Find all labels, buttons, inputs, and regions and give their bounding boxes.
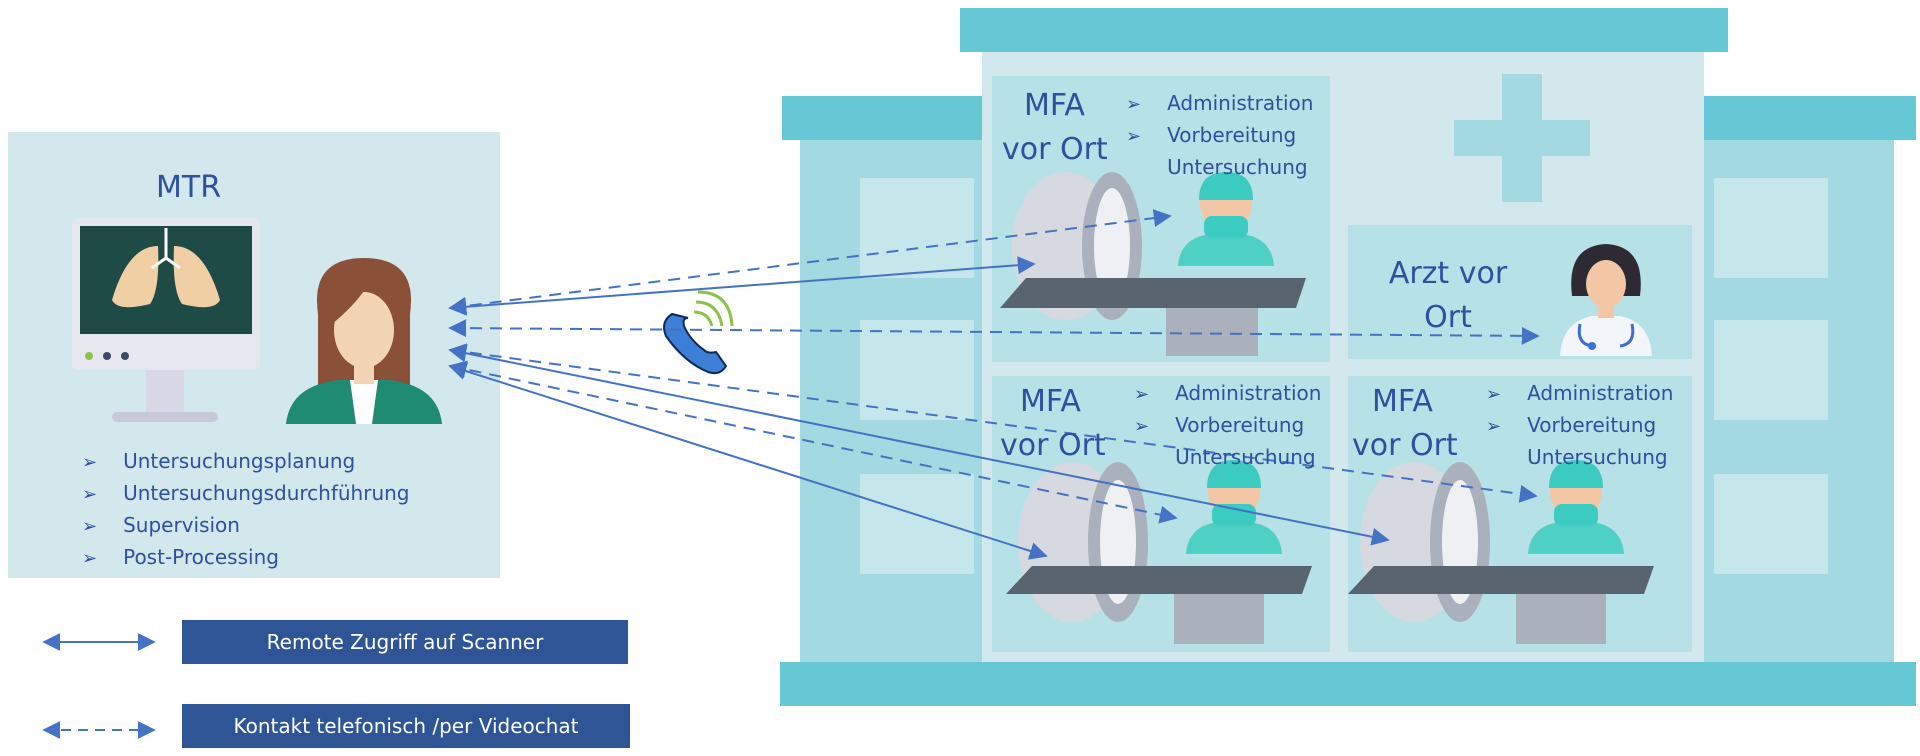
mtr-task-item: ➢Supervision <box>82 513 240 537</box>
task-item: ➢Untersuchung <box>1167 155 1308 179</box>
phone-icon <box>663 290 734 375</box>
bullet-arrow-icon: ➢ <box>1134 384 1150 405</box>
task-item: ➢Administration <box>1134 381 1322 405</box>
room-top-left-tasks: ➢Administration ➢Vorbereitung ➢Untersuch… <box>1126 88 1313 184</box>
task-item: ➢Vorbereitung <box>1126 123 1297 147</box>
bullet-arrow-icon: ➢ <box>82 516 98 537</box>
room-bottom-left-title: MFA vor Ort <box>1000 384 1106 463</box>
connection-arrows <box>42 209 1540 739</box>
technologist-avatar-icon <box>286 258 442 424</box>
bullet-arrow-icon: ➢ <box>1126 126 1142 147</box>
doctor-avatar-icon <box>1560 244 1652 356</box>
room-bottom-right-tasks: ➢Administration ➢Vorbereitung ➢Untersuch… <box>1486 378 1673 474</box>
task-item: ➢Administration <box>1126 91 1314 115</box>
mtr-task-item: ➢Post-Processing <box>82 545 279 569</box>
bullet-arrow-icon: ➢ <box>82 548 98 569</box>
mtr-task-item: ➢Untersuchungsplanung <box>82 449 356 473</box>
dashed-arrow-doctor <box>448 319 1540 345</box>
room-doctor-title: Arzt vor Ort <box>1388 256 1508 335</box>
bullet-arrow-icon: ➢ <box>82 484 98 505</box>
solid-arrow-top-scanner <box>448 256 1036 316</box>
medical-cross-icon <box>1454 74 1590 202</box>
mtr-task-list: ➢Untersuchungsplanung ➢Untersuchungsdurc… <box>82 446 410 574</box>
room-bottom-right-title: MFA vor Ort <box>1352 384 1458 463</box>
bullet-arrow-icon: ➢ <box>1486 384 1502 405</box>
task-item: ➢Administration <box>1486 381 1674 405</box>
nurse-avatar-icon <box>1178 172 1274 266</box>
room-bottom-left-tasks: ➢Administration ➢Vorbereitung ➢Untersuch… <box>1134 378 1321 474</box>
mtr-task-item: ➢Untersuchungsdurchführung <box>82 481 410 505</box>
legend-phone-video-contact: Kontakt telefonisch /per Videochat <box>182 704 630 748</box>
bullet-arrow-icon: ➢ <box>1486 416 1502 437</box>
monitor-lungs-icon <box>72 218 260 422</box>
bullet-arrow-icon: ➢ <box>82 452 98 473</box>
legend-remote-access: Remote Zugriff auf Scanner <box>182 620 628 664</box>
bullet-arrow-icon: ➢ <box>1134 416 1150 437</box>
bullet-arrow-icon: ➢ <box>1126 94 1142 115</box>
solid-arrow-bottom-left-scanner <box>448 362 1048 560</box>
mtr-title: MTR <box>156 170 222 205</box>
nurse-avatar-icon <box>1528 460 1624 554</box>
task-item: ➢Untersuchung <box>1527 445 1668 469</box>
task-item: ➢Untersuchung <box>1175 445 1316 469</box>
task-item: ➢Vorbereitung <box>1134 413 1305 437</box>
room-top-left-title: MFA vor Ort <box>1002 88 1108 167</box>
task-item: ➢Vorbereitung <box>1486 413 1657 437</box>
